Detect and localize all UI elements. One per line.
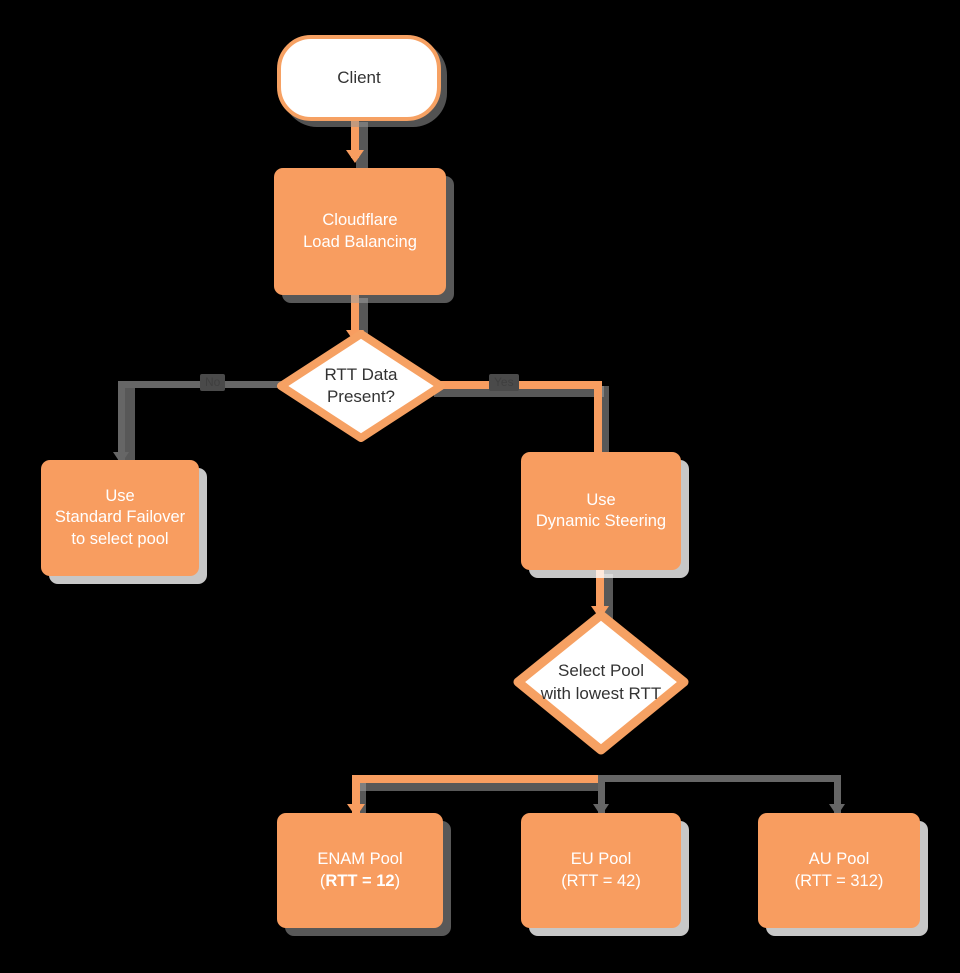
node-dynamic-steering-line2: Dynamic Steering [535, 512, 667, 530]
node-dynamic-steering[interactable]: Use Dynamic Steering [521, 452, 681, 570]
node-client[interactable]: Client [277, 35, 441, 121]
node-au-pool-label: AU Pool [808, 850, 870, 869]
node-enam-pool-label: ENAM Pool [317, 850, 403, 869]
node-cloudflare-load-balancing[interactable]: Cloudflare Load Balancing [274, 168, 446, 295]
node-rtt-data-present-line2: Present? [326, 387, 396, 406]
node-dynamic-steering-line1: Use [586, 490, 616, 509]
node-eu-pool-rtt: (RTT = 42) [561, 871, 641, 890]
node-standard-failover-line1: Use [105, 487, 135, 506]
node-standard-failover-line3: to select pool [71, 529, 169, 548]
node-eu-pool-label: EU Pool [570, 850, 632, 869]
node-select-pool-line1: Select Pool [558, 661, 644, 681]
edge-label-no: No [200, 374, 226, 392]
diamond-shape-select-pool [513, 610, 689, 755]
node-enam-pool-rtt: (RTT = 12) [317, 871, 402, 892]
node-enam-pool-rtt-value: RTT = 12 [325, 871, 395, 890]
node-enam-pool-rtt-open: ( [319, 871, 326, 890]
node-cloudflare-load-balancing-line1: Cloudflare [322, 211, 398, 230]
node-enam-pool[interactable]: ENAM Pool (RTT = 12) [277, 813, 443, 928]
edge-label-yes: Yes [489, 374, 519, 392]
node-cloudflare-load-balancing-line2: Load Balancing [303, 232, 417, 251]
node-client-label: Client [337, 68, 381, 88]
node-au-pool[interactable]: AU Pool (RTT = 312) [758, 813, 920, 928]
node-standard-failover[interactable]: Use Standard Failover to select pool [41, 460, 199, 576]
node-standard-failover-line2: Standard Failover [54, 508, 186, 527]
node-select-pool-decision[interactable]: Select Pool with lowest RTT [513, 610, 689, 755]
node-rtt-data-present-decision[interactable]: RTT Data Present? [277, 330, 445, 442]
node-enam-pool-rtt-close: ) [394, 871, 401, 890]
node-rtt-data-present-line1: RTT Data [324, 364, 398, 384]
node-au-pool-rtt: (RTT = 312) [794, 871, 884, 890]
node-select-pool-line2: with lowest RTT [540, 683, 662, 703]
node-eu-pool[interactable]: EU Pool (RTT = 42) [521, 813, 681, 928]
diamond-shape-rtt-decision [277, 330, 445, 442]
